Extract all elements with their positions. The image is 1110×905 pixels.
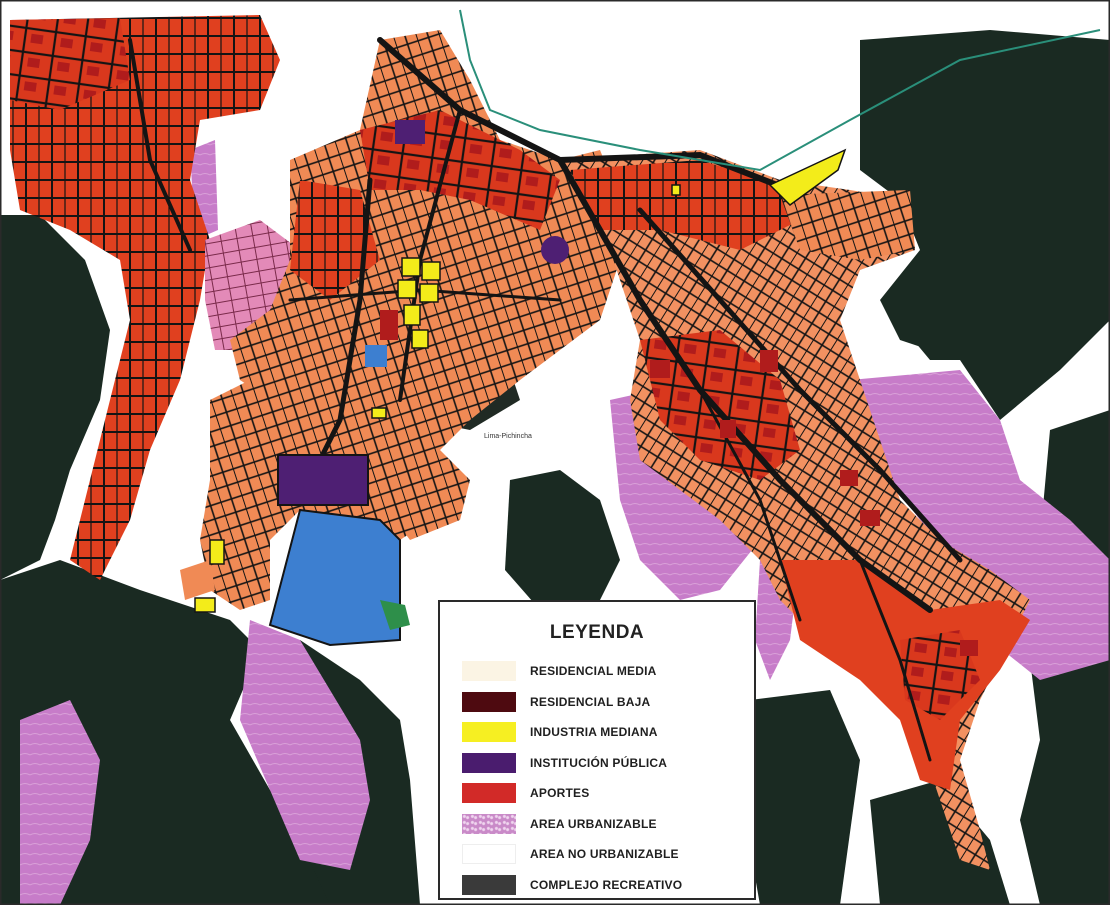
legend-title: LEYENDA — [549, 622, 645, 643]
special-parcels — [268, 120, 569, 647]
legend-item-label: APORTES — [530, 786, 590, 800]
swatch-residencial-baja — [462, 691, 516, 712]
legend-item: RESIDENCIAL MEDIA — [462, 660, 657, 682]
legend-item: COMPLEJO RECREATIVO — [462, 874, 682, 896]
legend-item: AREA NO URBANIZABLE — [462, 843, 679, 865]
legend-item-label: RESIDENCIAL BAJA — [530, 694, 651, 709]
district-northwest — [10, 15, 280, 580]
legend-item-label: INSTITUCIÓN PÚBLICA — [530, 755, 668, 770]
legend-item-label: AREA NO URBANIZABLE — [530, 847, 679, 861]
legend-item: INSTITUCIÓN PÚBLICA — [462, 752, 667, 774]
swatch-complejo-recreativo — [462, 874, 516, 895]
swatch-institucion-publica — [462, 752, 516, 773]
industry-parcels — [194, 148, 847, 613]
legend: LEYENDA RESIDENCIAL MEDIA RESIDENCIAL BAJ… — [438, 600, 756, 900]
legend-item-label: INDUSTRIA MEDIANA — [530, 725, 658, 739]
aportes-parcels — [380, 310, 978, 656]
legend-item: RESIDENCIAL BAJA — [462, 691, 650, 713]
river-line — [459, 9, 1101, 172]
map-place-label: Lima-Pichincha — [484, 433, 532, 440]
swatch-aportes — [462, 783, 516, 803]
swatch-industria-mediana — [462, 722, 516, 742]
legend-item: INDUSTRIA MEDIANA — [462, 721, 658, 743]
legend-item: APORTES — [462, 782, 589, 804]
legend-item-label: AREA URBANIZABLE — [530, 816, 657, 831]
swatch-residencial-media — [462, 661, 516, 681]
legend-item: AREA URBANIZABLE — [462, 813, 657, 835]
swatch-area-no-urbanizable — [462, 844, 516, 864]
legend-item-label: COMPLEJO RECREATIVO — [530, 877, 683, 892]
swatch-area-urbanizable — [462, 813, 516, 834]
legend-item-label: RESIDENCIAL MEDIA — [530, 664, 657, 678]
